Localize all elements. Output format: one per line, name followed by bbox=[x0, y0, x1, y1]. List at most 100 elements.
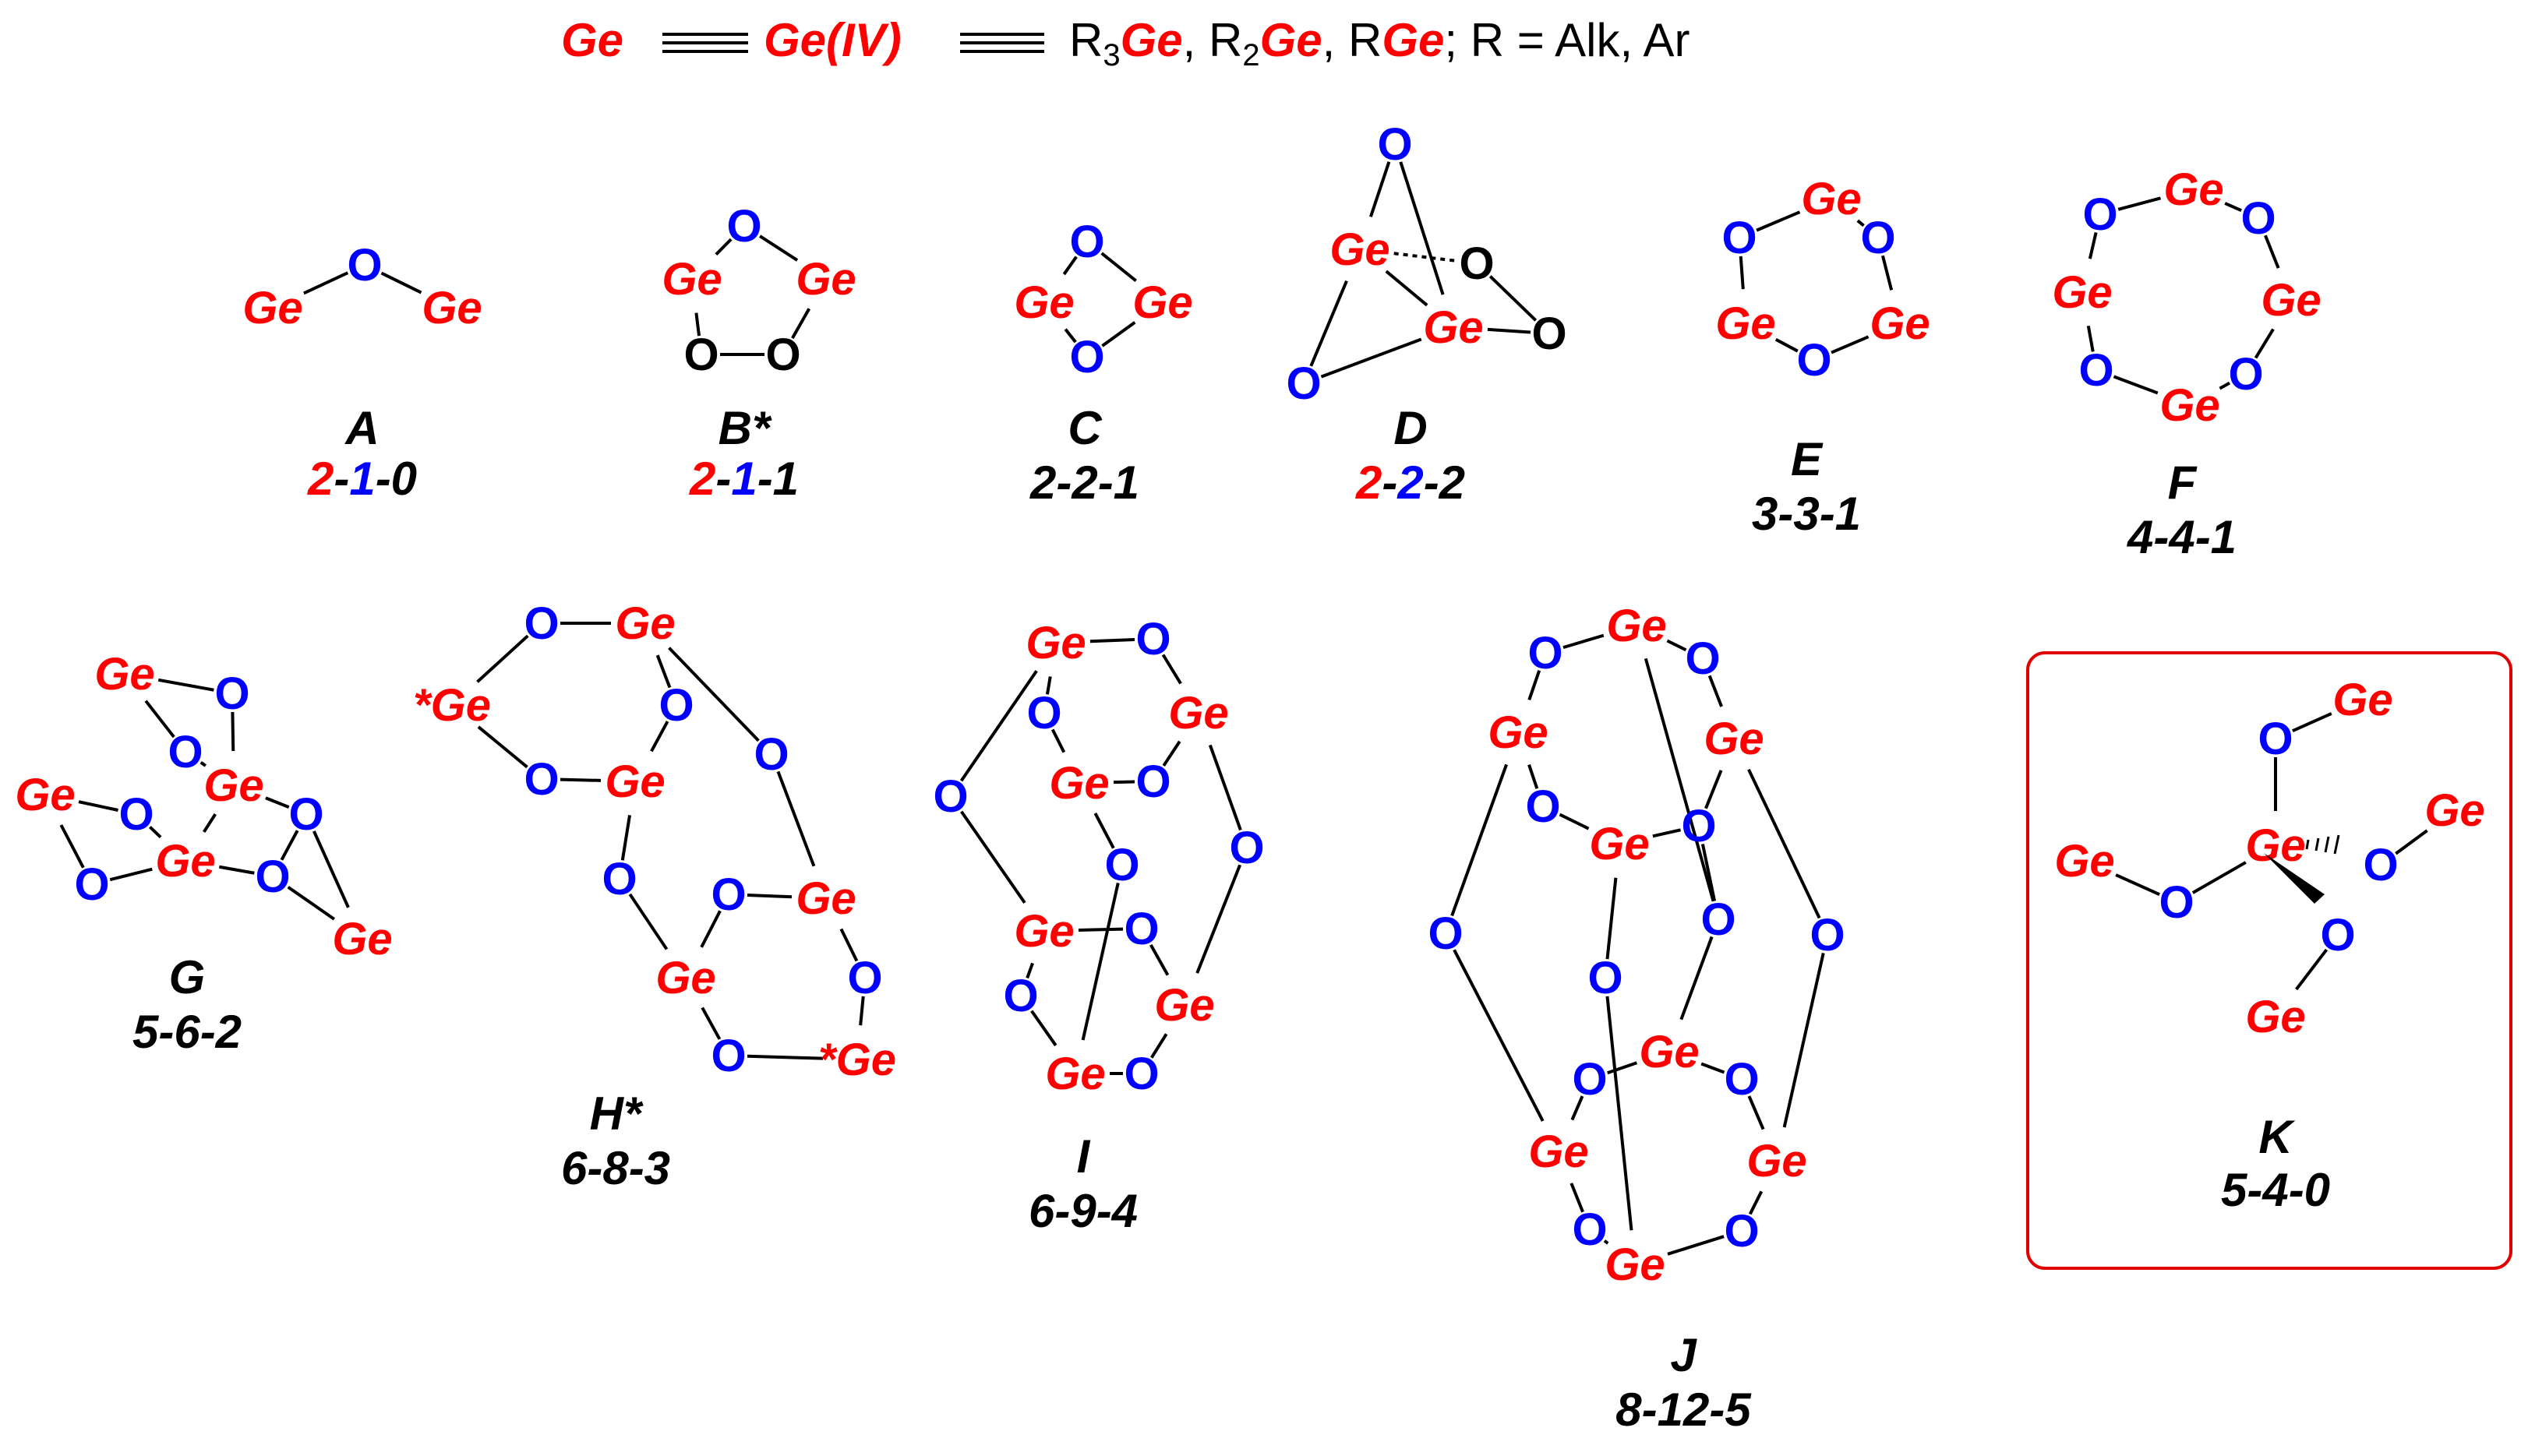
germanium-atom: Ge bbox=[1154, 980, 1214, 1031]
bond-line bbox=[2295, 948, 2329, 991]
structure-code-a: 2-1-0 bbox=[307, 453, 417, 505]
header-ge-iv: Ge(IV) bbox=[764, 14, 902, 66]
bond-line bbox=[694, 312, 701, 337]
bond-line bbox=[265, 796, 290, 809]
oxygen-atom: O bbox=[524, 754, 559, 805]
oxygen-atom: O bbox=[1724, 1054, 1759, 1105]
bond-line bbox=[2088, 231, 2098, 259]
bond-line bbox=[476, 634, 529, 683]
bond-line bbox=[2113, 375, 2159, 395]
germanium-atom: Ge bbox=[2159, 380, 2219, 431]
germanium-atom: Ge bbox=[2332, 675, 2392, 725]
oxygen-atom: O bbox=[847, 953, 882, 1003]
peroxide-oxygen-atom: O bbox=[1531, 308, 1566, 359]
structure-name-c: C bbox=[1068, 402, 1103, 454]
bond-line bbox=[1527, 764, 1539, 789]
oxygen-atom: O bbox=[711, 1031, 746, 1081]
germanium-atom: Ge bbox=[655, 953, 715, 1003]
bond-line bbox=[380, 271, 422, 294]
germanium-atom: Ge bbox=[1488, 707, 1548, 758]
bond-line bbox=[1644, 657, 1715, 902]
bond-line bbox=[1605, 996, 1633, 1231]
bond-line bbox=[1667, 1235, 1725, 1256]
bond-line bbox=[1081, 882, 1120, 1041]
oxygen-atom: O bbox=[1135, 756, 1170, 807]
germanium-atom: Ge bbox=[1168, 688, 1228, 739]
germanium-atom: Ge bbox=[1589, 819, 1649, 869]
bond-line bbox=[1747, 1095, 1765, 1130]
bond-line bbox=[1527, 670, 1541, 701]
oxygen-atom: O bbox=[288, 789, 323, 840]
oxygen-atom: O bbox=[1527, 628, 1562, 679]
germanium-atom: Ge bbox=[1045, 1049, 1105, 1099]
bond-line bbox=[2254, 328, 2275, 359]
bond-line bbox=[203, 813, 217, 834]
bond-line bbox=[859, 996, 865, 1026]
bond-line bbox=[1774, 337, 1799, 353]
bond-line bbox=[280, 830, 299, 861]
oxygen-atom: O bbox=[1069, 332, 1104, 383]
structure-code-i: 6-9-4 bbox=[1029, 1185, 1138, 1237]
highlight-frame-k bbox=[2026, 651, 2512, 1270]
structure-name-d: D bbox=[1393, 402, 1427, 454]
bond-line bbox=[960, 810, 1026, 904]
oxygen-atom: O bbox=[1810, 910, 1845, 961]
bond-line bbox=[1453, 949, 1545, 1122]
germanium-atom: Ge bbox=[796, 254, 856, 305]
header-formulas: R3Ge, R2Ge, RGe; R = Alk, Ar bbox=[1069, 14, 1689, 72]
oxygen-atom: O bbox=[754, 729, 789, 780]
bond-line bbox=[1450, 763, 1508, 917]
oxygen-atom: O bbox=[1860, 213, 1895, 263]
bond-line bbox=[1704, 770, 1723, 809]
bond-line bbox=[2292, 712, 2332, 733]
bond-line bbox=[1652, 828, 1682, 838]
germanium-atom: Ge bbox=[1746, 1136, 1806, 1186]
germanium-atom: Ge bbox=[332, 914, 392, 964]
oxygen-atom: O bbox=[255, 851, 290, 902]
germanium-atom: Ge bbox=[1801, 174, 1861, 224]
structure-code-f: 4-4-1 bbox=[2127, 511, 2237, 563]
bond-line bbox=[144, 700, 175, 739]
oxygen-atom: O bbox=[524, 598, 559, 649]
oxygen-atom: O bbox=[933, 771, 968, 822]
oxygen-atom: O bbox=[74, 859, 109, 910]
germanium-atom: Ge bbox=[796, 873, 856, 924]
oxygen-atom: O bbox=[347, 240, 382, 291]
oxygen-atom: O bbox=[1124, 904, 1159, 954]
peroxide-oxygen-atom: O bbox=[1459, 238, 1494, 289]
bond-line bbox=[2395, 829, 2428, 855]
bond-line bbox=[2086, 325, 2095, 352]
germanium-atom: Ge bbox=[1026, 618, 1086, 668]
structure-code-j: 8-12-5 bbox=[1615, 1384, 1752, 1436]
bond-line bbox=[303, 271, 349, 295]
germanium-atom: Ge bbox=[94, 649, 154, 700]
germanium-atom: Ge bbox=[1605, 1239, 1665, 1290]
oxygen-atom: O bbox=[1026, 688, 1061, 739]
structure-code-d: 2-2-2 bbox=[1355, 457, 1465, 509]
structure-name-h: H* bbox=[590, 1088, 644, 1140]
bond-line bbox=[1208, 744, 1242, 831]
bond-line bbox=[655, 654, 672, 689]
bond-line bbox=[1113, 780, 1135, 784]
hash-bond bbox=[2305, 834, 2340, 855]
bond-line bbox=[1064, 328, 1077, 344]
bond-line bbox=[1782, 952, 1825, 1128]
bond-line bbox=[1739, 256, 1745, 290]
bond-line bbox=[1399, 161, 1445, 295]
bond-line bbox=[1707, 675, 1723, 707]
bond-line bbox=[1162, 740, 1181, 767]
bond-line bbox=[1562, 633, 1605, 650]
bond-line bbox=[1748, 1190, 1764, 1215]
starred-germanium-atom: *Ge bbox=[413, 680, 491, 731]
bond-line bbox=[747, 1054, 824, 1060]
structure-code-c: 2-2-1 bbox=[1029, 457, 1139, 509]
bond-line bbox=[1570, 1095, 1584, 1121]
germanium-atom: Ge bbox=[662, 254, 722, 305]
bond-line bbox=[668, 647, 760, 742]
bond-line bbox=[1385, 270, 1428, 307]
oxygen-atom: O bbox=[602, 854, 637, 904]
oxygen-atom: O bbox=[658, 680, 694, 731]
